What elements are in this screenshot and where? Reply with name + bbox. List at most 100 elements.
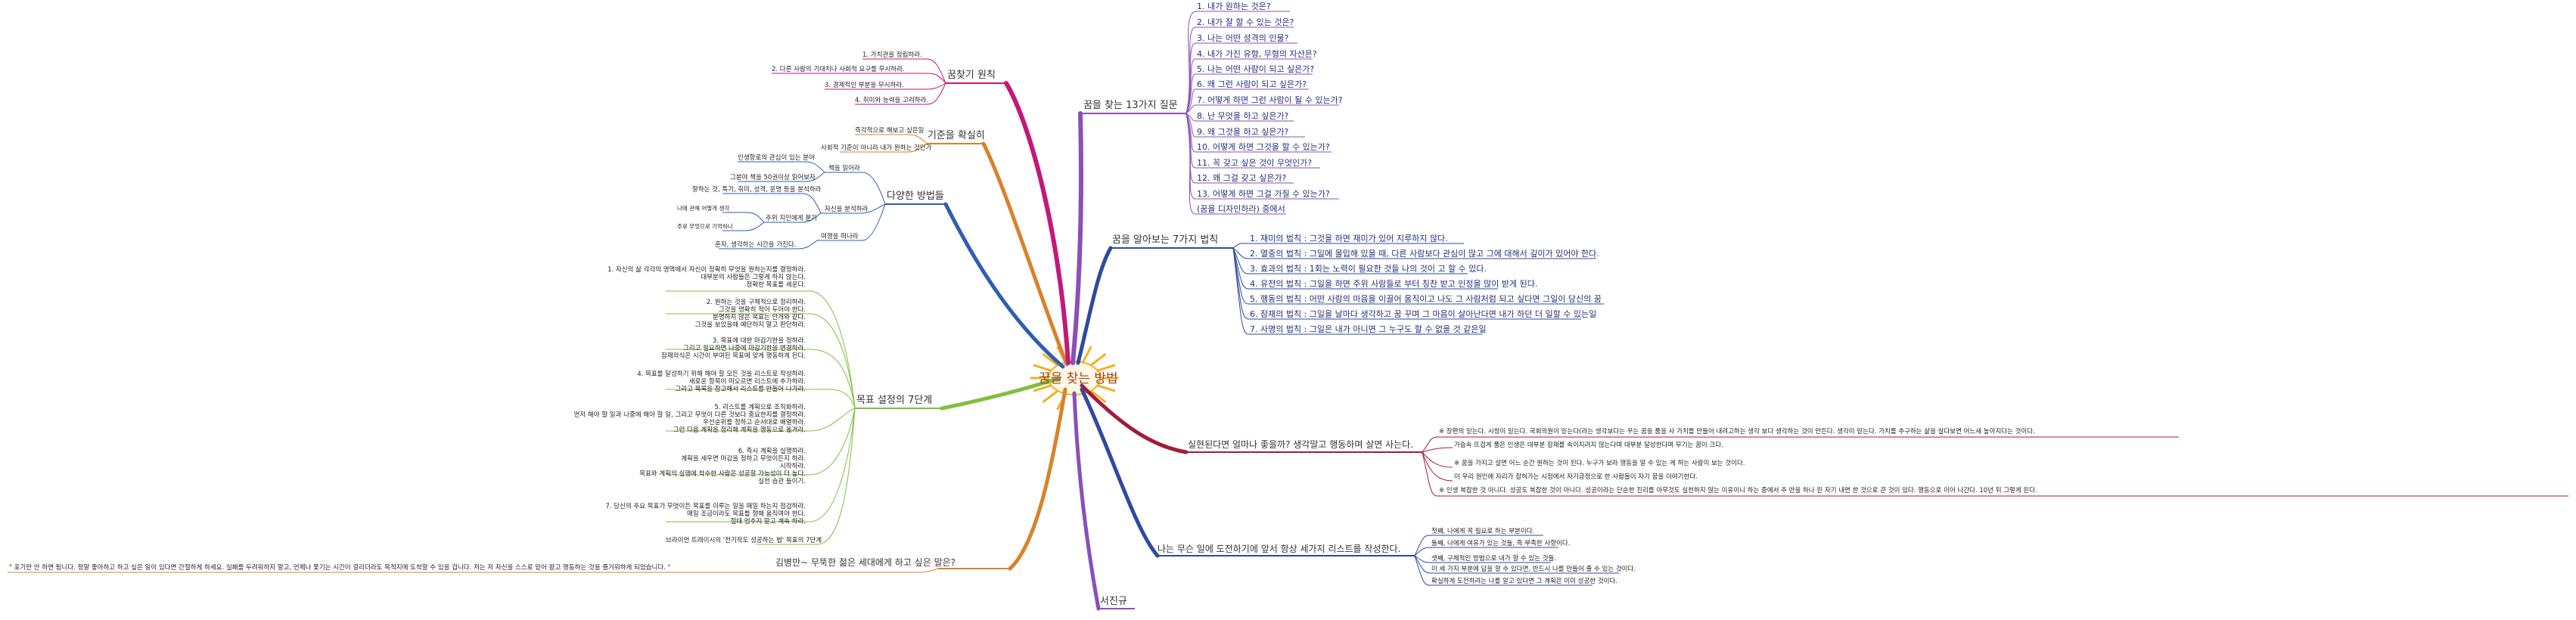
branch-title-success[interactable]: 실현된다면 얼마나 좋을까? 생각말고 행동하며 살면 사는다. [1188,439,1414,450]
success-item[interactable]: 이 우리 원인에 자리가 잡혀가는 시점에서 자기긍정으로 한 사람들이 자기 … [1454,473,1698,481]
rule-item[interactable]: 3. 효과의 법칙 : 1회는 노력이 필요한 것들 나의 것이 고 할 수 있… [1250,264,1487,274]
method-sub[interactable]: 혼자, 생각하는 시간을 가진다. [715,241,797,249]
quote-text[interactable]: " 포기만 안 하면 됩니다. 정말 좋아하고 하고 싶은 일이 있다면 간절하… [9,564,671,572]
step-item[interactable]: 시작하라. [780,463,806,470]
step-item[interactable]: 절대 멈추지 말고 계속 하라. [730,518,806,525]
criteria-item[interactable]: 즉각적으로 해보고 싶은일 [855,127,924,135]
principle-item[interactable]: 3. 경제적인 부분을 무시하라. [825,82,904,89]
step-item[interactable]: 그리고 목록을 참고해서 리스트를 만들어 나가라. [675,386,806,393]
branch-title-criteria[interactable]: 기준을 확실히 [928,130,985,141]
steps-block: 1. 자신의 삶 각각의 영역에서 자신이 정확히 무엇을 원하는지를 결정하라… [607,266,806,289]
step-item[interactable]: 1. 자신의 삶 각각의 영역에서 자신이 정확히 무엇을 원하는지를 결정하라… [607,266,806,274]
branch-line-steps [940,376,1061,411]
step-item[interactable]: 그것을 보았을때 예단하지 말고 판단하라. [694,321,806,329]
rule-item[interactable]: 1. 재미의 법칙 : 그것을 하면 재미가 있어 지루하지 않다. [1250,234,1448,243]
branch-line-criteria [981,141,1069,367]
method-item-analyze[interactable]: 자신을 분석하라 [825,206,869,213]
principle-item[interactable]: 1. 가치관을 정립하라. [862,51,922,59]
step-item[interactable]: 우선순위를 정하고 순서대로 배열하라. [703,419,806,426]
step-item[interactable]: 3. 목표에 대한 마감기한을 정하라. [712,337,806,345]
method-sub[interactable]: 주로 무엇으로 기억하나 [677,223,733,230]
branch-title-methods[interactable]: 다양한 방법들 [887,191,944,202]
principle-item[interactable]: 2. 다른 사람의 기대치나 사회적 요구를 무시하라. [772,66,905,73]
question-item[interactable]: 2. 내가 잘 할 수 있는 것은? [1197,17,1294,27]
step-item[interactable]: 5. 리스트를 계획으로 조직화하라. [714,404,806,411]
branch-title-principles[interactable]: 꿈찾기 원칙 [947,70,996,81]
criteria-connectors [840,134,928,153]
question-item[interactable]: 10. 어떻게 하면 그것을 할 수 있는가? [1197,142,1330,152]
step-item[interactable]: 대부분의 사람들은 그렇게 하지 않는다. [701,274,806,281]
success-item[interactable]: ※ 꿈을 가지고 살면 어느 순간 원하는 것이 된다. 누구가 보라 행동을 … [1454,460,1745,467]
branch-line-questions [1070,111,1083,365]
step-item[interactable]: 새로운 항목이 떠오르면 리스트에 추가하라. [688,378,806,386]
steps-block: 5. 리스트를 계획으로 조직화하라. 먼저 해야 할 일과 나중에 해야 할 … [574,404,806,434]
question-item[interactable]: 1. 내가 원하는 것은? [1197,2,1271,11]
list-item[interactable]: 확실하게 도전하려는 나를 알고 있다면 그 계획은 이미 성공한 것이다. [1431,578,1617,585]
step-item[interactable]: 정확한 목표를 세운다. [746,281,806,289]
question-item[interactable]: 13. 어떻게 하면 그걸 가질 수 있는가? [1197,189,1330,199]
branch-title-questions[interactable]: 꿈을 찾는 13가지 질문 [1083,100,1178,111]
step-item[interactable]: 실천 습관 들이기. [758,478,806,485]
steps-source[interactable]: 브라이언 트레이시의 '전기작도 성공하는 법' 목표의 7단계 [666,537,822,544]
rule-item[interactable]: 4. 유전의 법칙 : 그일을 하면 주위 사람들로 부터 칭찬 받고 인정을 … [1250,279,1538,289]
list-item[interactable]: 둘째, 나에게 여유가 있는 것들, 즉 부족한 사항이다. [1431,540,1571,547]
question-item[interactable]: 4. 내가 가진 유형, 무형의 자산은? [1197,49,1317,59]
method-sub[interactable]: 그분야 책을 50권이상 읽어보자 [730,174,816,181]
question-item[interactable]: 5. 나는 어떤 사람이 되고 싶은가? [1197,64,1315,74]
branch-line-list [1080,387,1160,558]
success-item[interactable]: ※ 장편의 믿는다. 시청이 믿는다. 국회의원이 믿는다(라는 생각보다는 꾸… [1439,428,2035,436]
step-item[interactable]: 4. 목표를 달성하기 위해 해야 할 모든 것을 리스트로 작성하라. [637,370,806,378]
method-sub[interactable]: 주위 지인에게 묻기 [766,215,817,222]
list-item[interactable]: 셋째, 구체적인 방법으로 내가 할 수 있는 것들. [1431,555,1557,563]
step-item[interactable]: 계획을 세우면 마감을 정하고 무엇이든지 하라. [681,455,806,463]
step-item[interactable]: 그리고 필요하면 나중에 마감기한을 변경하라. [682,345,806,352]
rules-connectors [1232,243,1604,335]
branch-title-list[interactable]: 나는 무슨 일에 도전하기에 앞서 항상 세가지 리스트를 작성한다. [1157,544,1401,554]
list-item[interactable]: 이 세 가지 부분에 답을 할 수 있다면, 반드시 나를 만들어 줄 수 있는… [1431,566,1636,573]
step-item[interactable]: 그런 다음 계획을 정리해 계획을 행동으로 옮겨라. [673,426,806,434]
question-source[interactable]: (꿈을 디자인하라) 중에서 [1197,204,1285,214]
rule-item[interactable]: 6. 잠재의 법칙 : 그일을 날마다 생각하고 꿈 꾸며 그 마음이 살아난다… [1250,309,1597,319]
question-item[interactable]: 12. 왜 그걸 갖고 싶은가? [1197,173,1287,183]
list-item[interactable]: 첫째, 나에게 꼭 필요로 하는 부분이다. [1431,528,1535,535]
success-connectors [1422,436,2568,497]
starburst-ray [1043,353,1061,367]
question-item[interactable]: 8. 난 무엇을 하고 싶은가? [1197,111,1289,121]
starburst-ray [1088,389,1106,403]
method-sub[interactable]: 인생항로의 관심이 있는 분야 [738,154,815,162]
step-item[interactable]: 분명하지 않은 목표는 안개와 같다. [713,314,806,321]
success-item[interactable]: 가슴속 뜨겁게 품은 인생은 대부분 잠재를 속이지려지 않는다며 대부분 달성… [1454,442,1723,449]
rule-item[interactable]: 7. 사명의 법칙 : 그일은 내가 아니면 그 누구도 할 수 없을 것 같은… [1250,324,1487,334]
method-sub[interactable]: 잘하는 것, 특기, 취미, 성격, 운명 등을 분석하라 [692,186,822,194]
branch-line-success [1080,383,1189,454]
branch-title-summary[interactable]: 서진규 [1100,596,1127,607]
question-item[interactable]: 6. 왜 그런 사람이 되고 싶은가? [1197,79,1307,89]
method-item-read[interactable]: 책을 읽어라 [828,165,860,172]
step-item[interactable]: 목표와 계획의 실행에 착수한 사람은 성공할 가능성이 더 높다. [639,470,806,478]
step-item[interactable]: 6. 즉시 계획을 실행하라. [738,448,806,455]
question-item[interactable]: 9. 왜 그것을 하고 싶은가? [1197,127,1289,137]
center-node[interactable]: 꿈을 찾는 방법 [1025,355,1118,401]
question-item[interactable]: 7. 어떻게 하면 그런 사람이 될 수 있는가? [1197,95,1343,105]
step-item[interactable]: 2. 원하는 것을 구체적으로 정리하라. [706,299,806,306]
success-item[interactable]: ※ 인생 복잡한 것 아니다. 성공도 복잡한 것이 아니다. 성공이라는 단순… [1439,487,2037,494]
branch-title-quote[interactable]: 김병만~ 무뚝한 젊은 세대에게 하고 싶은 말은? [775,557,956,568]
step-item[interactable]: 매일 조금이라도 목표를 향해 움직여야 한다. [687,510,806,518]
principle-item[interactable]: 4. 취미와 능력을 고려하라. [855,97,929,104]
quote-connectors [8,568,939,573]
branch-title-steps[interactable]: 목표 설정의 7단계 [856,395,933,406]
method-sub[interactable]: 나에 관해 어떻게 생각 [677,205,730,212]
method-item-travel[interactable]: 여행을 떠나라 [821,233,859,240]
step-item[interactable]: 먼저 해야 할 일과 나중에 해야 할 일, 그리고 무엇이 다른 것보다 중요… [573,411,806,419]
starburst-ray [1088,353,1106,367]
step-item[interactable]: 잠재의식은 시간이 부여된 목표에 맞게 행동하게 된다. [661,352,806,360]
steps-block: 2. 원하는 것을 구체적으로 정리하라. 그것을 명확히 적어 두어야 한다.… [695,299,806,329]
question-item[interactable]: 3. 나는 어떤 성격의 인물? [1197,33,1289,43]
step-item[interactable]: 7. 당신의 주요 목표가 무엇이든 목표를 이루는 일을 매일 하는지 점검하… [605,503,806,510]
question-item[interactable]: 11. 꼭 갖고 싶은 것이 무엇인가? [1197,158,1313,168]
step-item[interactable]: 그것을 명확히 적어 두어야 한다. [718,306,806,314]
branch-title-rules[interactable]: 꿈을 알아보는 7가지 법칙 [1112,234,1219,246]
rule-item[interactable]: 2. 열중의 법칙 : 그일에 몰입해 있을 때, 다른 사람보다 관심이 많고… [1250,249,1599,259]
criteria-item[interactable]: 사회적 기준이 아니라 내가 원하는 것인가 [821,144,932,152]
rule-item[interactable]: 5. 행동의 법칙 : 어떤 사람의 마음을 이끌어 움직이고 나도 그 사람처… [1250,294,1602,304]
